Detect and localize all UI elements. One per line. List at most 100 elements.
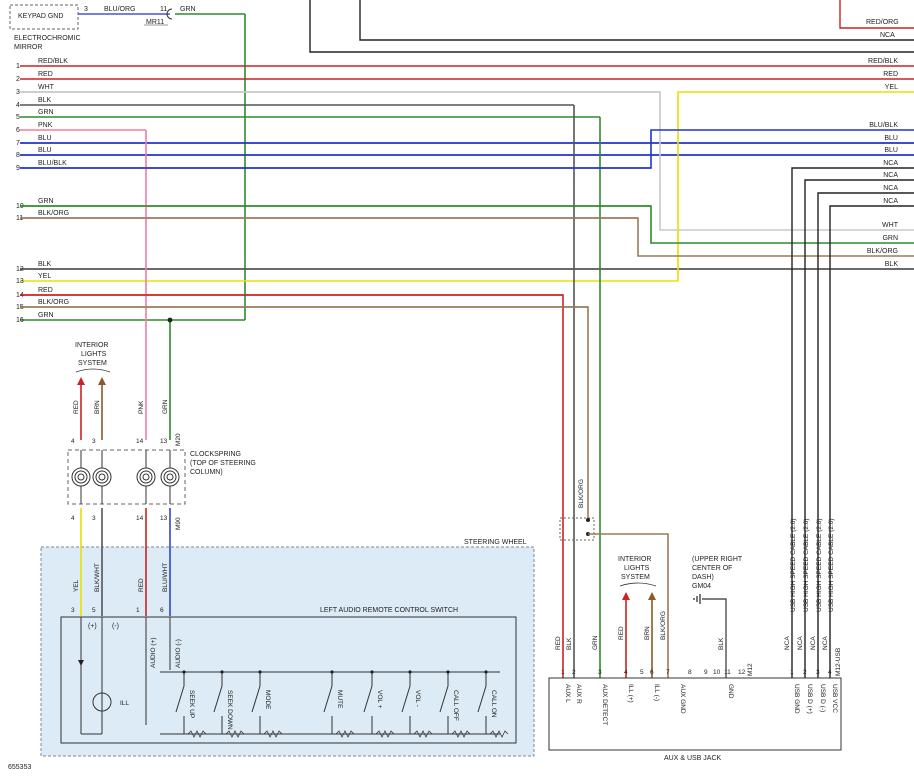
aux-splice: BLK/ORG	[559, 479, 669, 678]
illumination-label: ILL	[120, 700, 129, 707]
aux-int-wire-1: RED	[618, 626, 625, 640]
aux-pin-4: 4	[624, 669, 628, 676]
usb-connector: M12-USB	[835, 648, 842, 676]
button-node-8	[484, 670, 488, 674]
keypad-gnd-label: KEYPAD GND	[18, 13, 63, 20]
mirror-wire-label: BLU/ORG	[104, 6, 136, 13]
clock-top-pin-4: 13	[160, 438, 168, 445]
mirror-pin: 11	[160, 6, 167, 13]
clock-bot-pin-1: 4	[71, 515, 75, 522]
right-label-2: RED	[883, 71, 898, 78]
right-label-11: WHT	[882, 222, 899, 229]
aux-pin-7: 7	[666, 669, 670, 676]
button-node-6	[408, 670, 412, 674]
wire-label-4: BLK	[38, 97, 52, 104]
usb-cable-3: USB HIGH SPEED CABLE (2.0)	[816, 518, 823, 612]
aux-usb-jack-box	[548, 677, 842, 751]
clock-top-pin-1: 4	[71, 438, 75, 445]
clock-top-wire-3: PNK	[138, 400, 145, 414]
pin-5: 5	[16, 114, 20, 121]
keypad-gnd-box	[9, 4, 79, 30]
aux-int-l2: LIGHTS	[624, 565, 650, 572]
resistor-5	[375, 730, 395, 738]
module-outline-outer	[309, 0, 914, 53]
aux-func-5: ILL (-)	[653, 684, 660, 701]
ecm-label-2: MIRROR	[14, 44, 42, 51]
resistor-8	[489, 730, 509, 738]
clock-top-wire-4: GRN	[162, 399, 169, 414]
right-label-5: BLU	[884, 135, 898, 142]
blu-blk-route	[20, 129, 914, 169]
button-label-3: MODE	[264, 690, 271, 710]
aux-func-1: AUX L	[564, 684, 571, 703]
illumination-bulb	[92, 692, 112, 712]
pin-16: 16	[16, 317, 24, 324]
interior-lights-left: INTERIOR LIGHTS SYSTEM	[75, 342, 111, 440]
blk-org-11-route	[20, 217, 914, 257]
wire-label-14: RED	[38, 287, 53, 294]
usb-nca-4	[829, 205, 914, 678]
button-switch-4	[323, 685, 333, 713]
right-top-label-2: NCA	[880, 32, 895, 39]
usb-pin-3: 3	[816, 669, 820, 676]
int-lights-l1: INTERIOR	[75, 342, 108, 349]
usb-func-2: USB D (+)	[806, 684, 813, 714]
wht-route	[20, 91, 914, 231]
button-label-8: CALL ON	[490, 690, 497, 718]
sw-pin-2: 5	[92, 607, 96, 614]
aux-pin-3: 3	[598, 669, 602, 676]
clockspring-coil-1-2	[74, 470, 88, 484]
figure-id: 655353	[8, 764, 31, 771]
audio-minus-label: AUDIO (-)	[175, 639, 182, 668]
splice-dot	[167, 317, 173, 323]
resistor-1	[187, 730, 207, 738]
pin-12: 12	[16, 266, 24, 273]
wire-label-11: BLK/ORG	[38, 210, 69, 217]
aux-func-2: AUX R	[575, 684, 582, 704]
blk-org-15-route	[20, 306, 589, 520]
clockspring-coil-4-2	[163, 470, 177, 484]
wire-label-6: PNK	[38, 122, 53, 129]
button-switch-6	[401, 685, 411, 713]
sw-pin-3: 1	[136, 607, 140, 614]
button-switch-3	[251, 685, 261, 713]
right-label-3: YEL	[885, 84, 898, 91]
harness-wires: RED/BLKREDWHTBLKGRNPNKBLUBLUBLU/BLKGRNBL…	[20, 58, 914, 321]
sw-wire-label-1: YEL	[73, 579, 80, 592]
usb-pin-4: 4	[828, 669, 832, 676]
aux-func-4: ILL (+)	[627, 684, 634, 703]
pin-11: 11	[16, 215, 23, 222]
wire-label-1: RED/BLK	[38, 58, 68, 65]
clock-top-wire-1: RED	[73, 400, 80, 414]
pin-7: 7	[16, 140, 20, 147]
button-node-5	[370, 670, 374, 674]
resistor-6	[413, 730, 433, 738]
wire-label-16: GRN	[38, 312, 54, 319]
pin-13: 13	[16, 278, 24, 285]
right-label-4: BLU/BLK	[869, 122, 898, 129]
blk-org-vert-label: BLK/ORG	[578, 479, 585, 508]
aux-int-l3: SYSTEM	[621, 574, 650, 581]
clockspring-l1: CLOCKSPRING	[190, 451, 241, 458]
button-switch-7	[439, 685, 449, 713]
ground-l3: DASH)	[692, 574, 714, 581]
right-label-6: BLU	[884, 147, 898, 154]
wire-label-12: BLK	[38, 261, 52, 268]
usb-nca-2	[804, 179, 914, 678]
button-node-2	[220, 670, 224, 674]
pin-15: 15	[16, 304, 24, 311]
pin-2: 2	[16, 76, 20, 83]
button-label-1: SEEK UP	[188, 690, 195, 718]
usb-nca-2: NCA	[797, 636, 804, 650]
aux-wire-label-3: GRN	[592, 635, 599, 650]
aux-arrow-red	[622, 592, 630, 600]
right-top-label-1: RED/ORG	[866, 19, 899, 26]
clockspring-coil-3-3	[142, 473, 150, 481]
right-label-7: NCA	[883, 160, 898, 167]
pin-8: 8	[16, 152, 20, 159]
